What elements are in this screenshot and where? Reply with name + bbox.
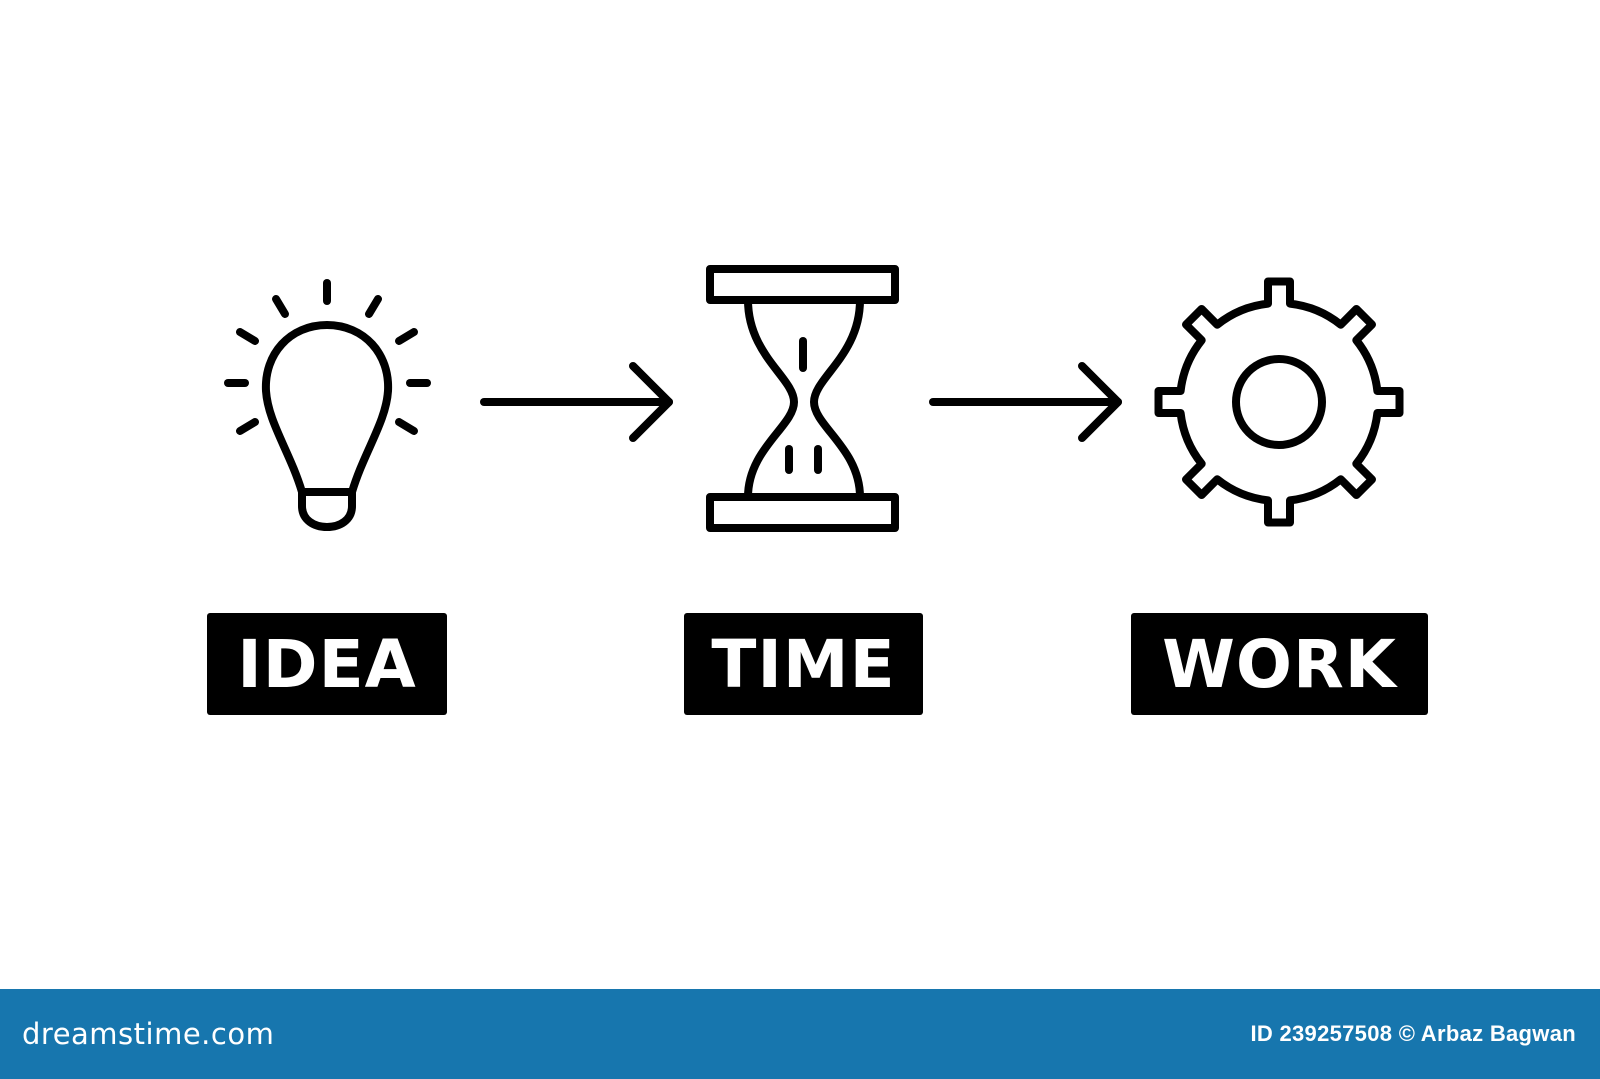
arrow-right-icon (480, 362, 673, 442)
lightbulb-icon (224, 279, 431, 531)
arrow-right-icon (929, 362, 1122, 442)
hourglass-icon (706, 265, 899, 532)
work-label: WORK (1131, 613, 1428, 715)
watermark-footer-bar: dreamstime.com ID 239257508 © Arbaz Bagw… (0, 989, 1600, 1079)
image-credit: ID 239257508 © Arbaz Bagwan (1250, 1021, 1576, 1046)
time-label: TIME (684, 613, 923, 715)
gear-icon (1154, 277, 1404, 527)
idea-time-work-diagram (224, 265, 1404, 532)
site-brand: dreamstime.com (22, 1017, 275, 1051)
idea-label: IDEA (207, 613, 447, 715)
